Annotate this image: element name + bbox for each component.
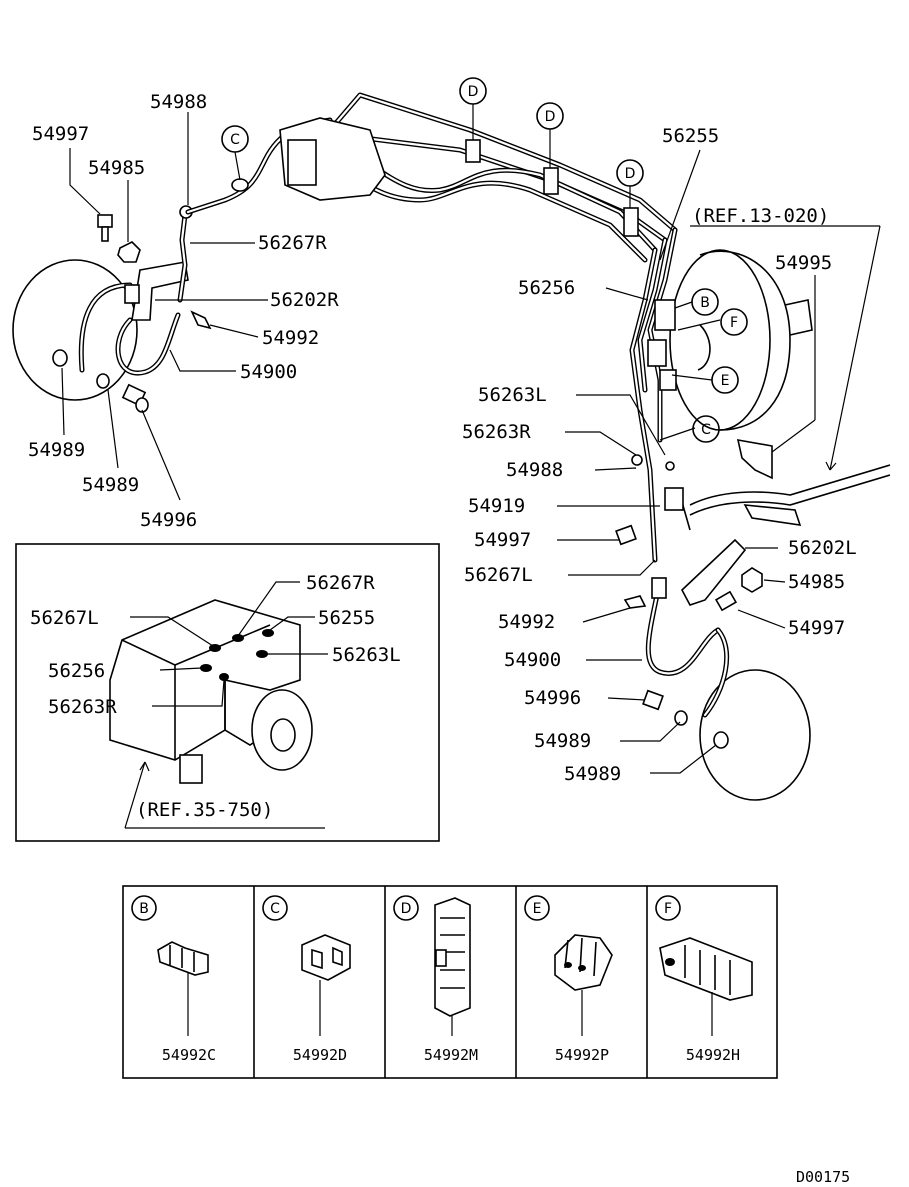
label-56256-right: 56256 bbox=[518, 277, 575, 299]
part-labels: 54988 54997 54985 56267R 56202R 54992 54… bbox=[28, 91, 857, 785]
label-54997-right-1: 54997 bbox=[474, 529, 531, 551]
hcu-inset: 56267R 56267L 56255 56256 56263L 56263R … bbox=[15, 543, 440, 842]
label-54985-right: 54985 bbox=[788, 571, 845, 593]
inset-frame bbox=[15, 543, 440, 842]
svg-text:D: D bbox=[468, 84, 479, 100]
label-54900-right: 54900 bbox=[504, 649, 561, 671]
callout-c-mid: C bbox=[692, 415, 720, 443]
clip-code-54992h: 54992H bbox=[686, 1046, 740, 1064]
svg-text:C: C bbox=[230, 132, 240, 148]
callout-e: E bbox=[711, 366, 739, 394]
svg-text:D: D bbox=[625, 166, 636, 182]
label-54988-top: 54988 bbox=[150, 91, 207, 113]
clip-code-54992d: 54992D bbox=[293, 1046, 347, 1064]
inset-label-ref-35-750: (REF.35-750) bbox=[136, 799, 273, 821]
label-56263r-right: 56263R bbox=[462, 421, 531, 443]
label-56267r-left: 56267R bbox=[258, 232, 327, 254]
svg-text:C: C bbox=[701, 422, 711, 438]
svg-text:D: D bbox=[401, 901, 412, 917]
svg-text:C: C bbox=[270, 901, 280, 917]
svg-text:F: F bbox=[664, 901, 672, 917]
label-54992-right: 54992 bbox=[498, 611, 555, 633]
svg-text:E: E bbox=[533, 901, 542, 917]
left-brake-disc bbox=[12, 259, 138, 401]
svg-text:B: B bbox=[700, 295, 710, 311]
label-54989-left-b: 54989 bbox=[82, 474, 139, 496]
label-54992-left: 54992 bbox=[262, 327, 319, 349]
svg-text:F: F bbox=[730, 315, 738, 331]
svg-text:E: E bbox=[721, 373, 730, 389]
leader-lines bbox=[61, 104, 881, 774]
callout-f: F bbox=[720, 308, 748, 336]
label-54997-left: 54997 bbox=[32, 123, 89, 145]
label-54989-right-1: 54989 bbox=[534, 730, 591, 752]
label-54989-right-2: 54989 bbox=[564, 763, 621, 785]
callout-circles: D D D C B F E C bbox=[221, 77, 748, 443]
callout-c-top: C bbox=[221, 125, 249, 153]
right-brake-assembly bbox=[615, 454, 811, 801]
label-56263l-right: 56263L bbox=[478, 384, 547, 406]
clip-code-54992c: 54992C bbox=[162, 1046, 216, 1064]
label-54989-left-a: 54989 bbox=[28, 439, 85, 461]
callout-d-3: D bbox=[616, 159, 644, 187]
svg-text:B: B bbox=[139, 901, 149, 917]
diagram-id: D00175 bbox=[796, 1168, 850, 1186]
brake-booster bbox=[647, 249, 813, 431]
right-brake-disc bbox=[699, 669, 811, 801]
label-54996-right: 54996 bbox=[524, 687, 581, 709]
clip-table: B 54992C C 54992D D 54992M E bbox=[122, 885, 778, 1079]
label-54995: 54995 bbox=[775, 252, 832, 274]
label-54985-left: 54985 bbox=[88, 157, 145, 179]
label-54988-right: 54988 bbox=[506, 459, 563, 481]
clip-cell-b: B 54992C bbox=[131, 895, 216, 1064]
inset-label-56263r: 56263R bbox=[48, 696, 117, 718]
label-54900-left: 54900 bbox=[240, 361, 297, 383]
callout-d-2: D bbox=[536, 102, 564, 130]
inset-label-56263l: 56263L bbox=[332, 644, 401, 666]
inset-label-56267l: 56267L bbox=[30, 607, 99, 629]
label-56202r: 56202R bbox=[270, 289, 339, 311]
label-ref-13-020: (REF.13-020) bbox=[692, 205, 829, 227]
main-brake-pipes bbox=[185, 92, 678, 563]
label-56202l: 56202L bbox=[788, 537, 857, 559]
label-56267l-right: 56267L bbox=[464, 564, 533, 586]
svg-text:D: D bbox=[545, 109, 556, 125]
pedal-bracket bbox=[679, 439, 891, 531]
callout-b: B bbox=[691, 288, 719, 316]
left-brake-assembly bbox=[12, 205, 212, 413]
inset-label-56255: 56255 bbox=[318, 607, 375, 629]
label-54996-left: 54996 bbox=[140, 509, 197, 531]
inset-label-56256: 56256 bbox=[48, 660, 105, 682]
clip-cell-e: E 54992P bbox=[524, 895, 613, 1064]
clip-cell-d: D 54992M bbox=[393, 895, 478, 1064]
inset-label-56267r: 56267R bbox=[306, 572, 375, 594]
clip-cell-f: F 54992H bbox=[655, 895, 753, 1064]
callout-d-1: D bbox=[459, 77, 487, 105]
clip-code-54992m: 54992M bbox=[424, 1046, 478, 1064]
label-54997-right-2: 54997 bbox=[788, 617, 845, 639]
clip-code-54992p: 54992P bbox=[555, 1046, 609, 1064]
clip-cell-c: C 54992D bbox=[262, 895, 351, 1064]
label-54919: 54919 bbox=[468, 495, 525, 517]
label-56255-top: 56255 bbox=[662, 125, 719, 147]
